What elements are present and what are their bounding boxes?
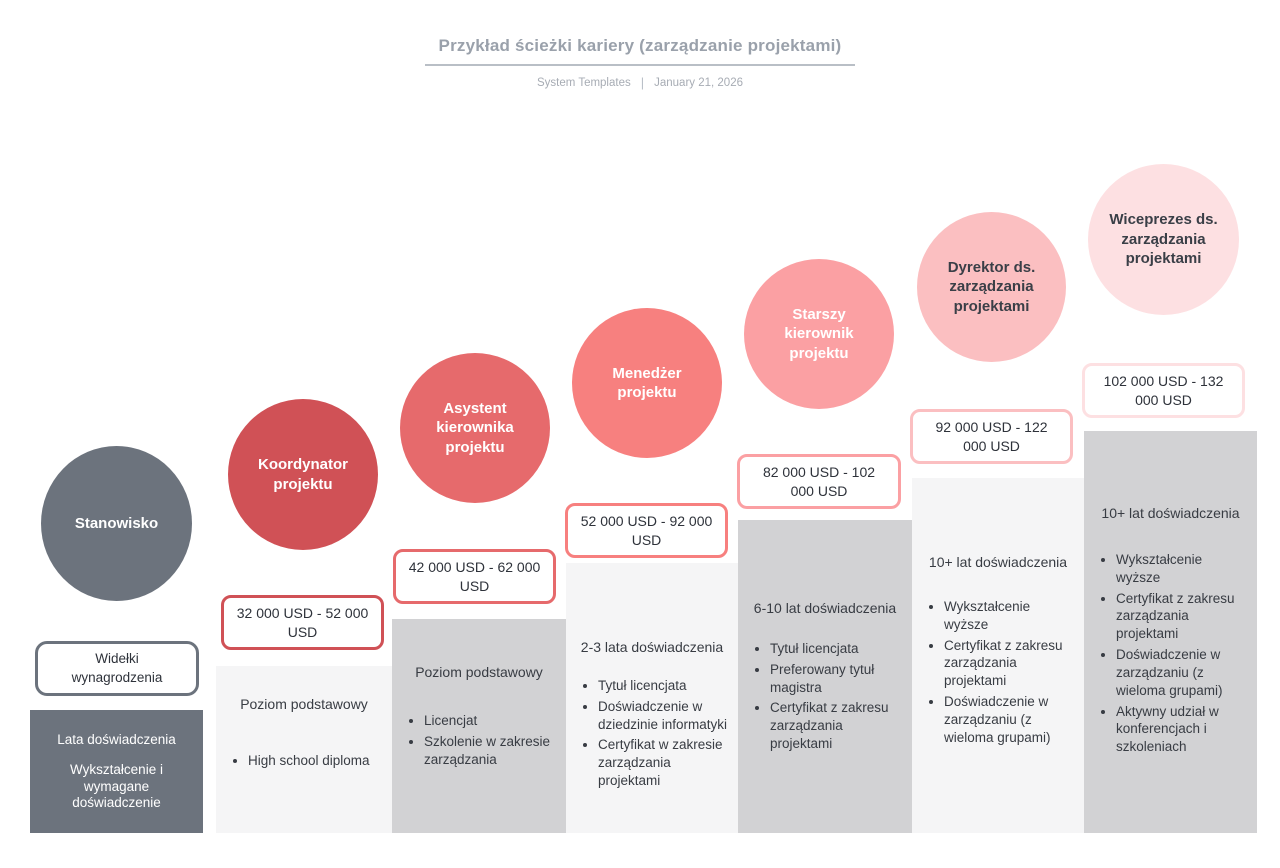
stage-circle: Menedżer projektu: [572, 308, 722, 458]
experience-item: Certyfikat z zakresu zarządzania projekt…: [944, 637, 1076, 690]
salary-range: 42 000 USD - 62 000 USD: [408, 558, 541, 594]
experience-heading: 10+ lat doświadczenia: [1101, 505, 1240, 521]
experience-list: Licencjat Szkolenie w zakresie zarządzan…: [392, 712, 566, 768]
stage-circle: Wiceprezes ds. zarządzania projektami: [1088, 164, 1239, 315]
salary-range-box: 42 000 USD - 62 000 USD: [393, 549, 556, 604]
legend-experience-box: Lata doświadczenia Wykształcenie i wymag…: [30, 710, 203, 833]
experience-column: 2-3 lata doświadczenia Tytuł licencjata …: [566, 563, 738, 833]
legend-experience-line1: Lata doświadczenia: [57, 731, 176, 747]
salary-range: 52 000 USD - 92 000 USD: [580, 512, 713, 548]
experience-item: Doświadczenie w dziedzinie informatyki: [598, 698, 730, 734]
experience-item: Wykształcenie wyższe: [1116, 551, 1249, 587]
legend-salary-box: Widełki wynagrodzenia: [35, 641, 199, 696]
experience-item: Licencjat: [424, 712, 558, 730]
experience-heading: 6-10 lat doświadczenia: [753, 600, 897, 616]
date-label: January 21, 2026: [654, 77, 743, 89]
legend-experience-line2: Wykształcenie i wymagane doświadczenie: [70, 762, 163, 810]
experience-item: Doświadczenie w zarządzaniu (z wieloma g…: [1116, 646, 1249, 699]
experience-heading: 10+ lat doświadczenia: [928, 554, 1068, 570]
legend-position-label: Stanowisko: [74, 514, 159, 532]
stage-title: Menedżer projektu: [612, 364, 682, 402]
experience-heading: Poziom podstawowy: [415, 664, 543, 680]
experience-heading: 2-3 lata doświadczenia: [580, 639, 724, 655]
experience-column: 6-10 lat doświadczenia Tytuł licencjata …: [738, 520, 912, 833]
stage-circle: Asystent kierownika projektu: [400, 353, 550, 503]
salary-range: 82 000 USD - 102 000 USD: [762, 463, 876, 499]
stage-title: Dyrektor ds. zarządzania projektami: [947, 258, 1036, 315]
stage-title: Wiceprezes ds. zarządzania projektami: [1109, 211, 1218, 268]
experience-item: Doświadczenie w zarządzaniu (z wieloma g…: [944, 693, 1076, 746]
salary-range: 102 000 USD - 132 000 USD: [1103, 372, 1224, 408]
salary-range-box: 32 000 USD - 52 000 USD: [221, 595, 384, 650]
experience-column: 10+ lat doświadczenia Wykształcenie wyżs…: [1084, 431, 1257, 833]
experience-column: Poziom podstawowy Licencjat Szkolenie w …: [392, 619, 566, 833]
header: Przykład ścieżki kariery (zarządzanie pr…: [0, 36, 1280, 90]
experience-column: 10+ lat doświadczenia Wykształcenie wyżs…: [912, 478, 1084, 833]
experience-list: Tytuł licencjata Doświadczenie w dziedzi…: [566, 677, 738, 790]
legend-salary-label: Widełki wynagrodzenia: [71, 651, 163, 685]
byline-separator: |: [640, 75, 645, 90]
salary-range: 92 000 USD - 122 000 USD: [935, 418, 1048, 454]
experience-item: Aktywny udział w konferencjach i szkolen…: [1116, 703, 1249, 756]
stage-circle: Dyrektor ds. zarządzania projektami: [917, 212, 1066, 362]
experience-item: Tytuł licencjata: [598, 677, 730, 695]
salary-range: 32 000 USD - 52 000 USD: [236, 604, 369, 640]
stage-circle: Koordynator projektu: [228, 399, 378, 550]
experience-item: High school diploma: [248, 752, 384, 770]
salary-range-box: 92 000 USD - 122 000 USD: [910, 409, 1073, 464]
stage-title: Koordynator projektu: [258, 456, 348, 493]
experience-item: Tytuł licencjata: [770, 640, 904, 658]
experience-column: Poziom podstawowy High school diploma: [216, 666, 392, 833]
experience-list: High school diploma: [216, 752, 392, 770]
byline: System Templates | January 21, 2026: [0, 75, 1280, 90]
experience-item: Certyfikat z zakresu zarządzania projekt…: [770, 699, 904, 752]
stage-title: Starszy kierownik projektu: [784, 305, 854, 362]
experience-item: Szkolenie w zakresie zarządzania: [424, 733, 558, 769]
experience-item: Certyfikat w zakresie zarządzania projek…: [598, 736, 730, 789]
stage-title: Asystent kierownika projektu: [436, 399, 514, 456]
salary-range-box: 102 000 USD - 132 000 USD: [1082, 363, 1245, 418]
stage-circle: Starszy kierownik projektu: [744, 259, 894, 409]
salary-range-box: 52 000 USD - 92 000 USD: [565, 503, 728, 558]
experience-list: Tytuł licencjata Preferowany tytuł magis…: [738, 640, 912, 753]
page-title: Przykład ścieżki kariery (zarządzanie pr…: [424, 36, 856, 66]
author-name: System Templates: [536, 77, 631, 89]
experience-list: Wykształcenie wyższe Certyfikat z zakres…: [912, 598, 1084, 747]
experience-item: Wykształcenie wyższe: [944, 598, 1076, 634]
legend-position-circle: Stanowisko: [41, 446, 192, 601]
experience-list: Wykształcenie wyższe Certyfikat z zakres…: [1084, 551, 1257, 756]
salary-range-box: 82 000 USD - 102 000 USD: [737, 454, 901, 509]
experience-item: Certyfikat z zakresu zarządzania projekt…: [1116, 590, 1249, 643]
experience-heading: Poziom podstawowy: [240, 696, 368, 712]
experience-item: Preferowany tytuł magistra: [770, 661, 904, 697]
